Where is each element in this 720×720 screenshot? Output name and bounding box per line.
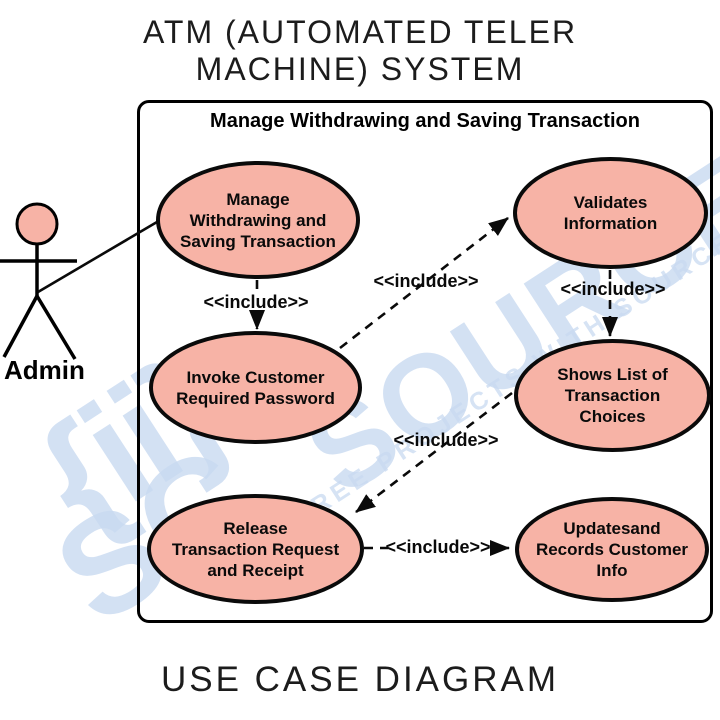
- include-label-invoke-validates: <<include>>: [373, 271, 479, 291]
- actor-leg-left: [2, 295, 39, 358]
- include-label-validates-shows: <<include>>: [560, 279, 666, 299]
- use-case-manage-withdrawing-saving: Manage Withdrawing and Saving Transactio…: [156, 161, 360, 279]
- include-label-release-updates: <<include>>: [385, 537, 491, 557]
- actor-figure: [0, 202, 77, 360]
- system-boundary-box: Manage Withdrawing and Saving Transactio…: [137, 100, 713, 623]
- include-label-shows-release: <<include>>: [393, 430, 499, 450]
- use-case-updates-records-customer: Updatesand Records Customer Info: [515, 497, 709, 602]
- actor-name-label: Admin: [4, 355, 85, 385]
- page-title-line2: MACHINE) SYSTEM: [195, 51, 525, 87]
- use-case-invoke-customer-password: Invoke Customer Required Password: [149, 331, 362, 444]
- actor-head: [15, 202, 59, 246]
- page-title: ATM (AUTOMATED TELER MACHINE) SYSTEM: [0, 14, 720, 88]
- use-case-validates-information: Validates Information: [513, 157, 708, 269]
- include-label-manage-invoke: <<include>>: [203, 292, 309, 312]
- use-case-release-transaction-receipt: Release Transaction Request and Receipt: [147, 494, 364, 604]
- page-title-line1: ATM (AUTOMATED TELER: [142, 14, 578, 50]
- system-boundary-title: Manage Withdrawing and Saving Transactio…: [210, 110, 640, 132]
- actor-leg-right: [35, 295, 77, 360]
- use-case-shows-transaction-choices: Shows List of Transaction Choices: [514, 339, 711, 452]
- diagram-caption: USE CASE DIAGRAM: [160, 660, 560, 699]
